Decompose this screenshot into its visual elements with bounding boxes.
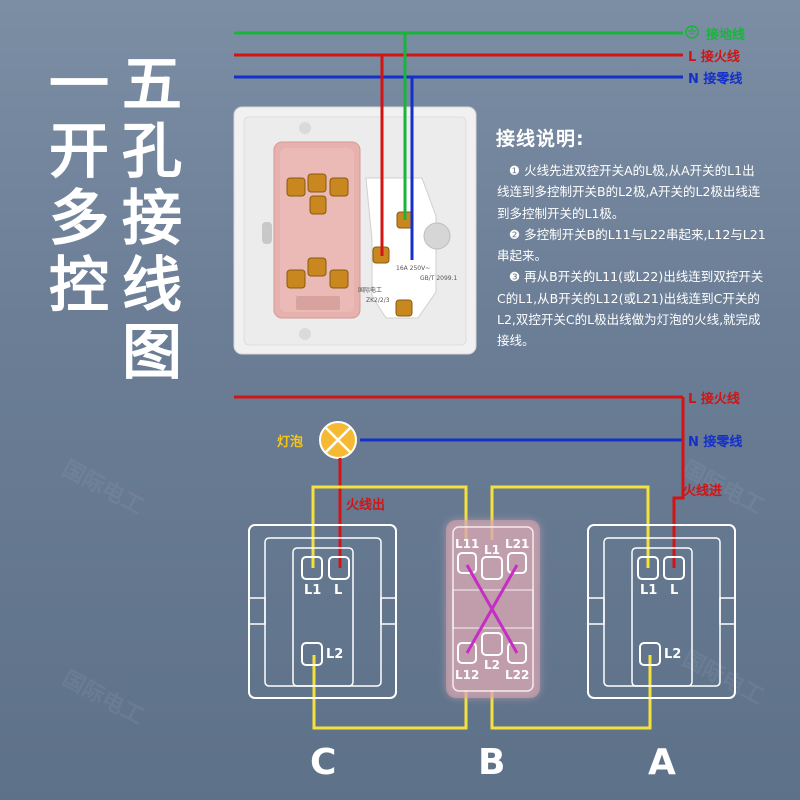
- traveler-wire-c-l2: [312, 655, 468, 730]
- title-left-column: 一 开 多 控: [44, 52, 114, 320]
- terminal-l2: [301, 642, 323, 666]
- traveler-wire-c-l1: [311, 485, 468, 568]
- socket-terminal: [286, 269, 306, 289]
- bulb-icon: [319, 421, 357, 459]
- terminal-l2: [481, 632, 503, 656]
- switch-b-label-l21: L21: [505, 537, 530, 551]
- socket-terminal: [329, 269, 349, 289]
- switch-a-label-l: L: [670, 583, 679, 598]
- step-number: ❸: [508, 269, 521, 285]
- switch-a-label-l2: L2: [664, 647, 682, 662]
- switch-c-letter: C: [310, 742, 337, 783]
- terminal-l: [663, 556, 685, 580]
- switch-b-label-l11: L11: [455, 537, 480, 551]
- instruction-step: ❷ 多控制开关B的L11与L22串起来,L12与L21串起来。: [497, 224, 767, 267]
- socket-model: ZK2/2/3: [366, 297, 390, 304]
- ground-symbol-icon: [685, 25, 699, 39]
- terminal-l22: [507, 642, 527, 664]
- title-char: 线: [122, 251, 182, 321]
- neutral-text: 接零线: [703, 72, 743, 87]
- traveler-wire-b-a-top: [490, 485, 650, 568]
- cross-link: [465, 564, 519, 654]
- socket-neutral-terminal: [395, 299, 413, 317]
- instructions-heading: 接线说明:: [496, 128, 585, 150]
- title-right-column: 五 孔 接 线 图: [117, 52, 187, 387]
- socket-standard: GB/T 2099.1: [420, 275, 458, 282]
- terminal-l21: [507, 552, 527, 574]
- live-prefix: L: [688, 50, 697, 65]
- socket-panel: [233, 106, 477, 355]
- live-in-wire: [672, 397, 685, 568]
- switch-b-label-l12: L12: [455, 668, 480, 682]
- switch-b-label-l22: L22: [505, 668, 530, 682]
- neutral-prefix: N: [688, 435, 699, 450]
- step-text: 再从B开关的L11(或L22)出线连到双控开关C的L1,从B开关的L12(或L2…: [497, 269, 764, 349]
- switch-c-label-l2: L2: [326, 647, 344, 662]
- traveler-wire-b-a-bottom: [490, 655, 652, 730]
- switch-b-label-l1: L1: [484, 543, 500, 557]
- title-char: 多: [49, 184, 109, 254]
- switch-a-letter: A: [648, 742, 676, 783]
- socket-terminal: [307, 257, 327, 277]
- terminal-l2: [639, 642, 661, 666]
- terminal-l1: [481, 556, 503, 580]
- socket-terminal: [329, 177, 349, 197]
- ground-wire-label: 接地线: [706, 28, 746, 43]
- switch-c: [248, 524, 397, 699]
- live-prefix: L: [688, 392, 697, 407]
- switch-c-label-l1: L1: [304, 583, 322, 598]
- title-char: 孔: [122, 117, 182, 187]
- live-wire-label-bottom: L 接火线: [688, 388, 740, 407]
- title-char: 一: [49, 50, 109, 120]
- switch-a: [587, 524, 736, 699]
- title-char: 图: [122, 318, 182, 388]
- title-char: 控: [49, 251, 109, 321]
- step-number: ❷: [508, 226, 521, 242]
- switch-a-label-l1: L1: [640, 583, 658, 598]
- live-out-label: 火线出: [346, 498, 386, 513]
- switch-c-label-l: L: [334, 583, 343, 598]
- socket-rating: 16A 250V~: [396, 265, 431, 272]
- neutral-prefix: N: [688, 72, 699, 87]
- neutral-text: 接零线: [703, 435, 743, 450]
- terminal-l11: [457, 552, 477, 574]
- neutral-wire-label: N 接零线: [688, 68, 742, 87]
- live-in-label: 火线进: [683, 484, 723, 499]
- live-text: 接火线: [700, 392, 740, 407]
- live-text: 接火线: [700, 50, 740, 65]
- neutral-wire-label-bottom: N 接零线: [688, 431, 742, 450]
- step-text: 多控制开关B的L11与L22串起来,L12与L21串起来。: [497, 226, 766, 264]
- title-char: 接: [122, 184, 182, 254]
- terminal-l1: [301, 556, 323, 580]
- step-number: ❶: [508, 163, 521, 178]
- instruction-step: ❸ 再从B开关的L11(或L22)出线连到双控开关C的L1,从B开关的L12(或…: [497, 266, 767, 351]
- socket-terminal: [286, 177, 306, 197]
- title-char: 开: [49, 117, 109, 187]
- instruction-step: ❶ 火线先进双控开关A的L极,从A开关的L1出线连到多控制开关B的L2极,A开关…: [497, 160, 767, 224]
- switch-b-letter: B: [478, 742, 506, 783]
- socket-brand: 国际电工: [358, 287, 383, 294]
- terminal-l1: [637, 556, 659, 580]
- socket-terminal: [309, 195, 327, 215]
- socket-terminal: [307, 173, 327, 193]
- switch-b-label-l2: L2: [484, 658, 500, 672]
- bulb-label: 灯泡: [277, 435, 304, 450]
- instructions-body: ❶ 火线先进双控开关A的L极,从A开关的L1出线连到多控制开关B的L2极,A开关…: [497, 160, 767, 352]
- step-text: 火线先进双控开关A的L极,从A开关的L1出线连到多控制开关B的L2极,A开关的L…: [497, 163, 761, 221]
- title-char: 五: [122, 50, 182, 120]
- terminal-l12: [457, 642, 477, 664]
- switch-b: [446, 520, 540, 698]
- live-wire-label: L 接火线: [688, 46, 740, 65]
- terminal-l: [328, 556, 350, 580]
